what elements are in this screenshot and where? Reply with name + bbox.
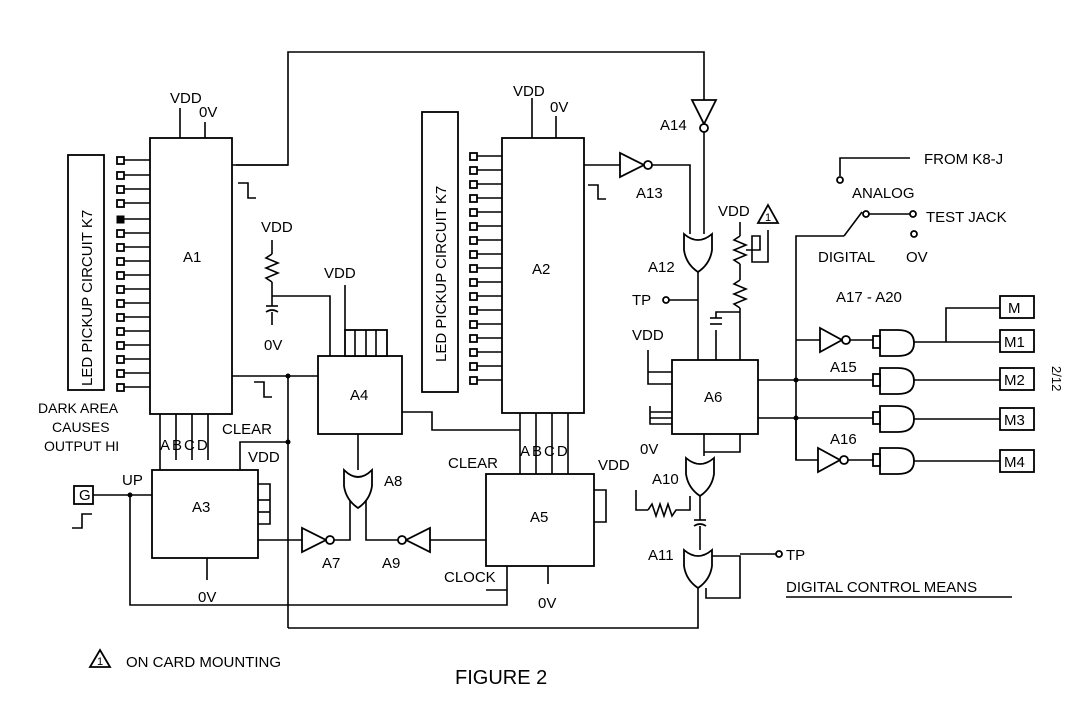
ic-a1 <box>149 137 233 415</box>
gate-a14 <box>690 99 718 127</box>
gate-a11 <box>683 548 713 590</box>
led-array-a2 <box>469 152 502 385</box>
ic-a4-label: A4 <box>350 387 368 404</box>
output-m4-label: M4 <box>1004 454 1025 471</box>
rc-0v-label: 0V <box>264 337 282 354</box>
input-g-label: G <box>79 487 91 504</box>
output-m3-label: M3 <box>1004 412 1025 429</box>
up-label: UP <box>122 472 143 489</box>
led-pickup-k7-right <box>421 111 459 393</box>
vdd-rc-label: VDD <box>261 219 293 236</box>
gate-a7 <box>301 526 329 554</box>
led-pickup-k7-left-label: LED PICKUP CIRCUIT K7 <box>79 210 96 386</box>
gate-a12 <box>683 232 713 274</box>
gate-a17 <box>872 329 1000 357</box>
switch-ov-label: OV <box>906 249 928 266</box>
dark-area-line1: DARK AREA <box>38 400 119 416</box>
ic-a2-label: A2 <box>532 261 550 278</box>
ic-a5 <box>485 473 595 567</box>
ic-a6-label: A6 <box>704 389 722 406</box>
analog-label: ANALOG <box>852 185 915 202</box>
gate-a19 <box>872 405 1000 433</box>
a6-0v-label: 0V <box>640 441 658 458</box>
a2-vdd-label: VDD <box>513 83 545 100</box>
ic-a3 <box>151 469 259 559</box>
a3-vdd-label: VDD <box>248 449 280 466</box>
ic-a6 <box>671 359 759 435</box>
gate-a18 <box>872 367 1000 395</box>
output-m1 <box>999 329 1035 353</box>
gate-a11-label: A11 <box>648 547 674 564</box>
output-m1-label: M1 <box>1004 334 1025 351</box>
led-array-a1 <box>116 156 150 392</box>
tp-upper-label: TP <box>632 292 651 309</box>
test-jack-label: TEST JACK <box>926 209 1007 226</box>
output-m-label: M <box>1008 300 1021 317</box>
pot-vdd-label: VDD <box>718 203 750 220</box>
digital-label: DIGITAL <box>818 249 875 266</box>
gate-a15-label: A15 <box>830 359 857 376</box>
gate-a8 <box>343 467 373 510</box>
gate-a20 <box>872 447 1000 475</box>
gate-a13 <box>619 151 647 179</box>
a5-vdd-label: VDD <box>598 457 630 474</box>
a5-clock-label: CLOCK <box>444 569 496 586</box>
page-number: 2/12 <box>1049 366 1064 391</box>
a1-vdd-label: VDD <box>170 90 202 107</box>
on-card-mounting-label: ON CARD MOUNTING <box>126 654 281 671</box>
dark-area-line3: OUTPUT HI <box>44 438 119 454</box>
digital-control-means-label: DIGITAL CONTROL MEANS <box>786 579 977 596</box>
legend-warning-icon <box>88 648 112 668</box>
a1-0v-label: 0V <box>199 104 217 121</box>
led-pickup-k7-right-label: LED PICKUP CIRCUIT K7 <box>433 186 450 362</box>
output-m <box>999 295 1035 319</box>
a2-0v-label: 0V <box>550 99 568 116</box>
gate-a12-label: A12 <box>648 259 675 276</box>
dark-area-line2: CAUSES <box>52 419 110 435</box>
tp-lower-label: TP <box>786 547 805 564</box>
ic-a2 <box>501 137 585 414</box>
a5-clear-label: CLEAR <box>448 455 498 472</box>
a4-vdd-label: VDD <box>324 265 356 282</box>
ic-a4 <box>317 355 403 435</box>
a6-vdd-label: VDD <box>632 327 664 344</box>
gate-a8-label: A8 <box>384 473 402 490</box>
gate-a9-label: A9 <box>382 555 400 572</box>
gate-a16 <box>817 446 842 474</box>
gate-a14-label: A14 <box>660 117 687 134</box>
from-k8j-label: FROM K8-J <box>924 151 1003 168</box>
a5-0v-label: 0V <box>538 595 556 612</box>
a1-abcd-label: ABCD <box>160 437 210 454</box>
gate-a10-label: A10 <box>652 471 679 488</box>
ic-a1-label: A1 <box>183 249 201 266</box>
output-m2 <box>999 367 1035 391</box>
output-m4 <box>999 449 1035 473</box>
a17-a20-label: A17 - A20 <box>836 289 902 306</box>
warning-triangle-icon <box>756 203 780 224</box>
ic-a3-label: A3 <box>192 499 210 516</box>
wire-a1-to-a14 <box>236 51 705 166</box>
legend-warning-number: 1 <box>97 656 103 668</box>
gate-a15 <box>819 326 844 354</box>
output-m2-label: M2 <box>1004 372 1025 389</box>
figure-caption: FIGURE 2 <box>455 667 547 689</box>
gate-a9 <box>403 526 431 554</box>
output-m3 <box>999 407 1035 431</box>
led-pickup-k7-left <box>67 154 105 391</box>
gate-a7-label: A7 <box>322 555 340 572</box>
gate-a10 <box>685 456 715 498</box>
gate-a16-label: A16 <box>830 431 857 448</box>
warning-number: 1 <box>765 212 771 224</box>
a3-0v-label: 0V <box>198 589 216 606</box>
gate-a13-label: A13 <box>636 185 663 202</box>
a2-abcd-label: ABCD <box>520 443 570 460</box>
a3-clear-label: CLEAR <box>222 421 272 438</box>
ic-a5-label: A5 <box>530 509 548 526</box>
